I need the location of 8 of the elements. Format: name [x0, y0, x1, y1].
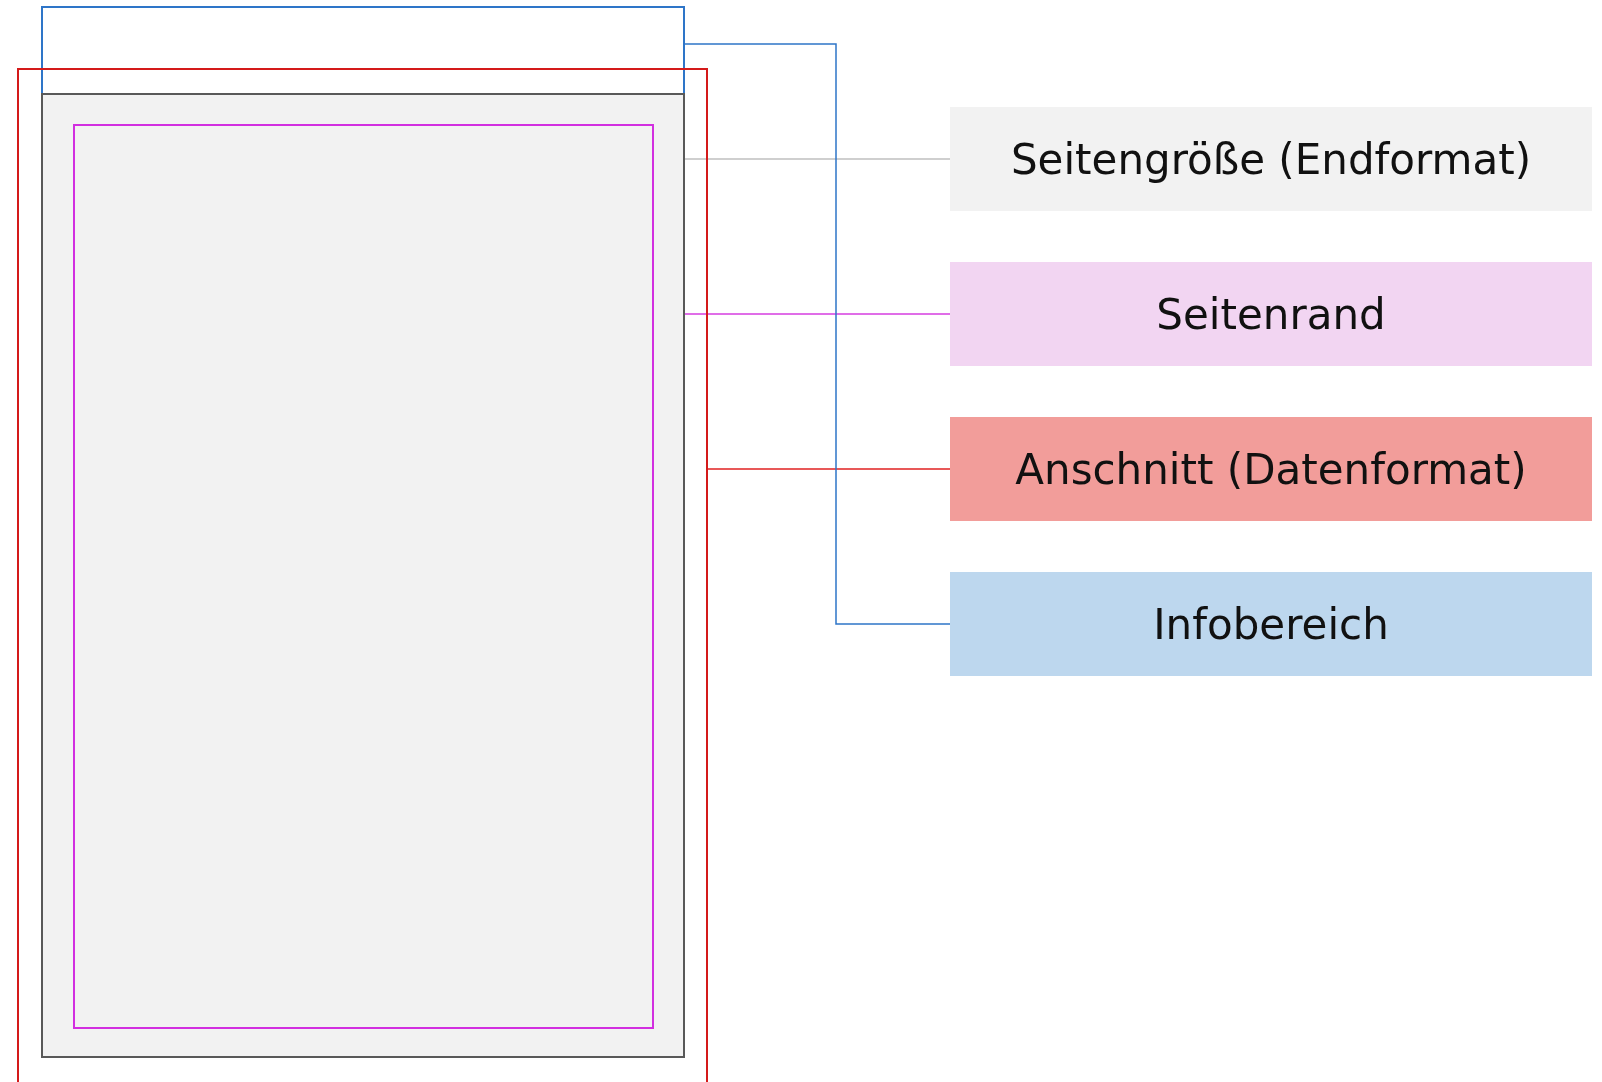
leader-line: [684, 43, 951, 625]
label-panel: Anschnitt (Datenformat): [950, 417, 1592, 521]
label-panel: Seitengröße (Endformat): [950, 107, 1592, 211]
leader-line: [684, 158, 951, 160]
leader-line: [707, 468, 951, 470]
label-panel: Infobereich: [950, 572, 1592, 676]
margin-frame: [73, 124, 654, 1029]
label-panel: Seitenrand: [950, 262, 1592, 366]
